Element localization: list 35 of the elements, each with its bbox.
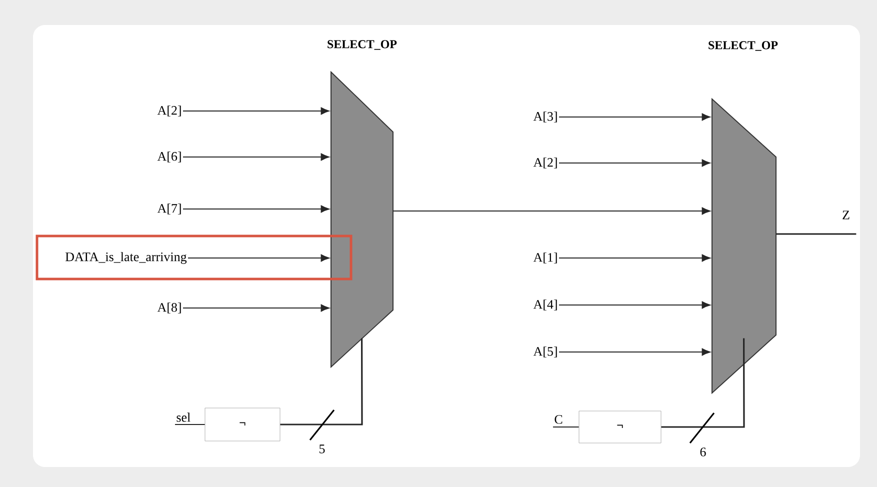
connector (182, 153, 330, 161)
connector (182, 304, 330, 312)
connector (174, 424, 206, 425)
edge-label: 6 (700, 448, 706, 456)
signal-label: A[1] (533, 252, 557, 264)
connector (558, 113, 711, 121)
connector (392, 207, 711, 215)
signal-label: A[5] (533, 346, 557, 358)
signal-label: A[2] (157, 106, 181, 116)
mux-title: SELECT_OP (328, 40, 397, 50)
edge-label: 5 (320, 444, 325, 454)
signal-label: A[6] (157, 152, 181, 162)
signal-label: A[7] (157, 204, 181, 214)
connector (552, 426, 580, 428)
signal-label: A[3] (533, 112, 557, 122)
connector (182, 107, 330, 115)
connector (558, 254, 711, 262)
connector (182, 205, 330, 213)
connector (558, 348, 711, 356)
mux-title: SELECT_OP (708, 41, 778, 51)
signal-label: sel (176, 412, 190, 422)
signal-label: C (554, 415, 562, 424)
inverter-box: ¬ (204, 408, 280, 442)
signal-label: DATA_is_late_arriving (65, 252, 187, 264)
connector (661, 338, 745, 428)
connector (558, 301, 711, 309)
connector (776, 233, 856, 235)
signal-label: A[4] (533, 300, 557, 310)
output-label: Z (842, 210, 850, 220)
connector (280, 338, 363, 426)
connector (188, 254, 330, 262)
inverter-box: ¬ (578, 410, 662, 444)
signal-label: A[8] (157, 302, 181, 314)
connector (558, 159, 711, 167)
signal-label: A[2] (533, 158, 557, 168)
